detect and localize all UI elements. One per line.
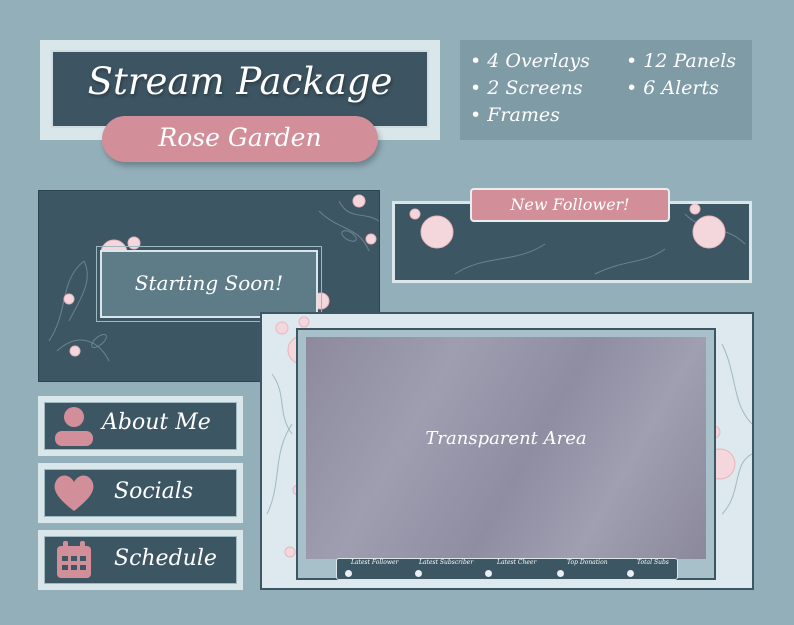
panel-socials-label: Socials [114, 479, 194, 504]
calendar-icon [57, 541, 91, 578]
info-total-subs: Total Subs [637, 559, 669, 566]
info-latest-subscriber: Latest Subscriber [419, 559, 474, 566]
title-banner [51, 50, 429, 128]
person-icon [55, 407, 93, 446]
panel-schedule: Schedule [38, 530, 243, 590]
panel-socials-body: Socials [44, 469, 237, 517]
starting-soon-text: Starting Soon! [134, 271, 284, 295]
features-box: • 4 Overlays • 12 Panels • 2 Screens • 6… [460, 40, 752, 140]
follower-dot-icon [345, 570, 352, 577]
follower-alert-banner [470, 188, 670, 222]
package-title: Stream Package [87, 60, 393, 103]
subs-dot-icon [627, 570, 634, 577]
info-top-donation: Top Donation [567, 559, 608, 566]
feature-panels: • 12 Panels [626, 50, 737, 72]
feature-alerts: • 6 Alerts [626, 77, 719, 99]
panel-about-me: About Me [38, 396, 243, 456]
panel-socials: Socials [38, 463, 243, 523]
package-subtitle: Rose Garden [158, 123, 322, 152]
feature-screens: • 2 Screens [470, 77, 583, 99]
panel-about-me-body: About Me [44, 402, 237, 450]
subscriber-dot-icon [415, 570, 422, 577]
floral-line-art [409, 204, 746, 275]
donation-dot-icon [557, 570, 564, 577]
panel-schedule-body: Schedule [44, 536, 237, 584]
info-latest-follower: Latest Follower [351, 559, 399, 566]
info-latest-cheer: Latest Cheer [497, 559, 537, 566]
feature-overlays: • 4 Overlays [470, 50, 590, 72]
transparent-area [306, 337, 706, 559]
overlay-info-bar: Latest Follower Latest Subscriber Latest… [336, 558, 678, 580]
panel-schedule-label: Schedule [114, 546, 217, 571]
heart-icon [54, 475, 94, 511]
feature-frames: • Frames [470, 104, 560, 126]
follower-alert-text: New Follower! [510, 195, 630, 214]
starting-soon-plaque [96, 246, 322, 322]
cheer-dot-icon [485, 570, 492, 577]
subtitle-pill [102, 116, 378, 162]
panel-about-me-label: About Me [102, 410, 211, 435]
transparent-area-label: Transparent Area [425, 428, 587, 449]
